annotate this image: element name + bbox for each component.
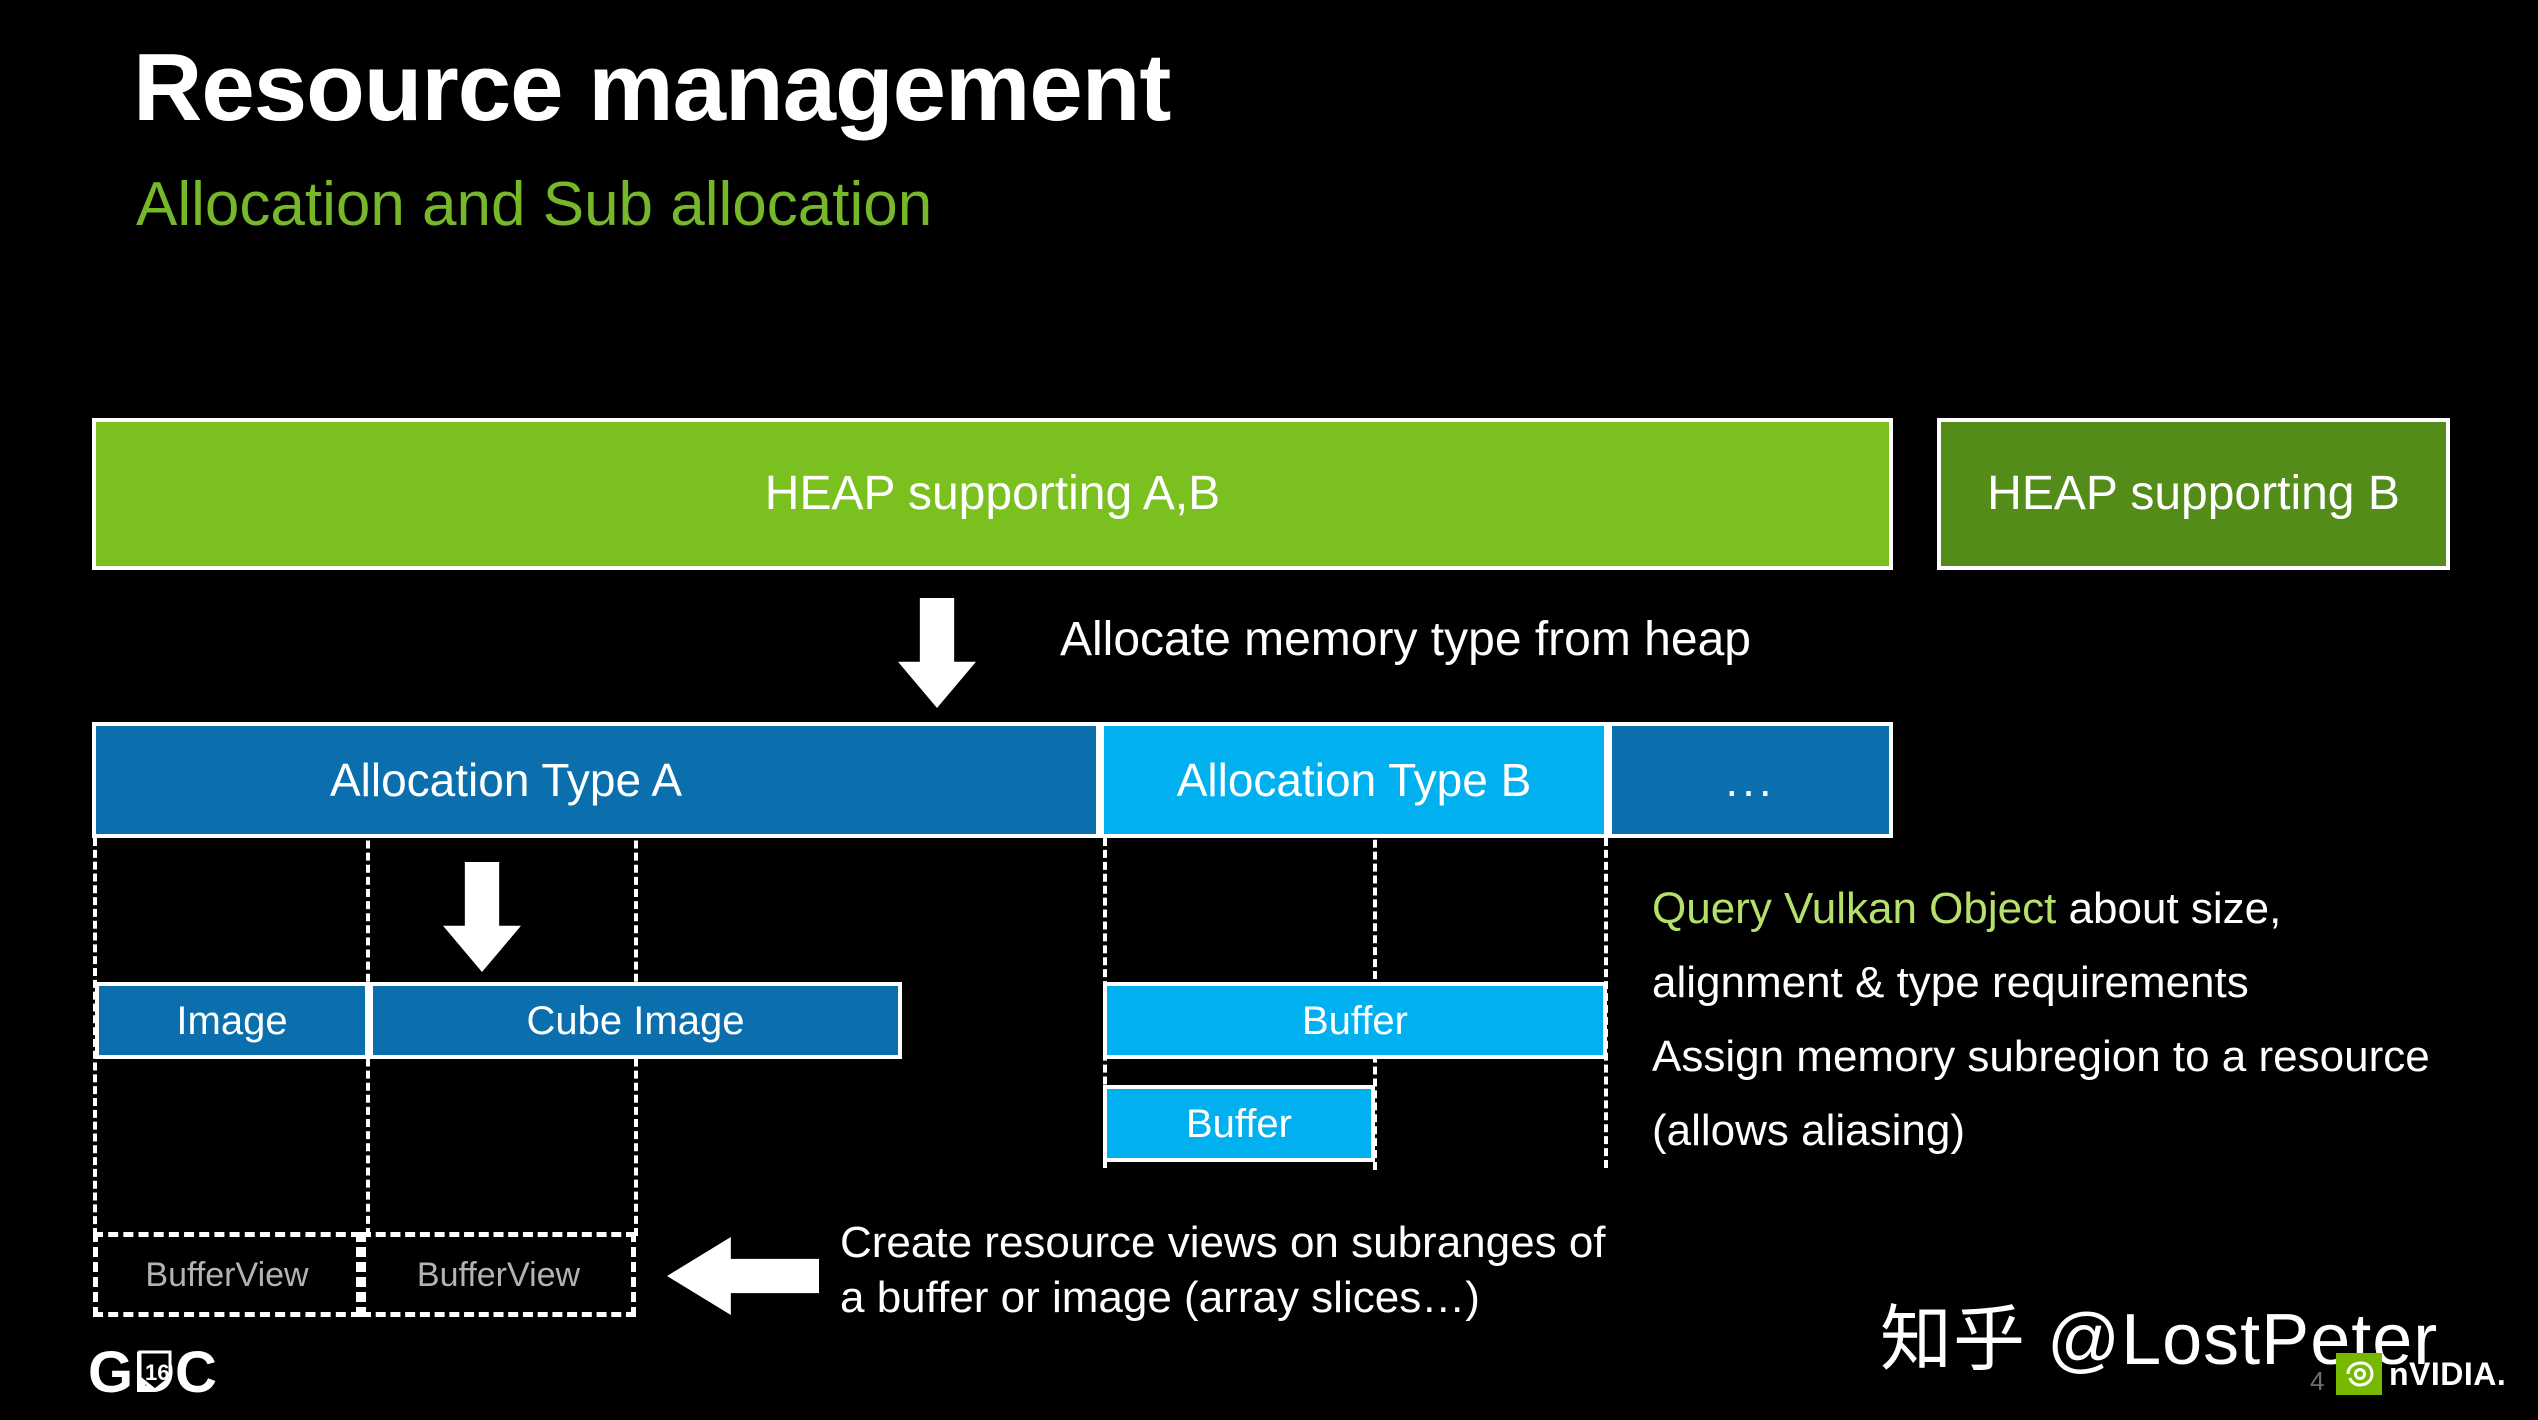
nvidia-eye-icon <box>2336 1353 2382 1395</box>
resource-image-box: Image <box>95 982 369 1059</box>
allocate-from-heap-caption: Allocate memory type from heap <box>1060 613 1751 666</box>
resource-cube-image-box: Cube Image <box>369 982 902 1059</box>
buffer-view-box-1: BufferView <box>93 1232 361 1317</box>
nvidia-logo: nVIDIA. <box>2336 1352 2506 1396</box>
page-subtitle: Allocation and Sub allocation <box>136 170 933 239</box>
arrow-down-icon-2 <box>443 862 521 972</box>
allocation-more-box: ... <box>1608 722 1893 838</box>
page-number: 4 <box>2310 1366 2325 1396</box>
resource-cube-image-label: Cube Image <box>526 998 745 1043</box>
allocation-type-b-label: Allocation Type B <box>1176 754 1532 806</box>
note-accent-text: Query Vulkan Object <box>1652 884 2057 933</box>
allocation-type-b-box: Allocation Type B <box>1100 722 1608 838</box>
gdc-logo: GDC 16 <box>88 1340 217 1402</box>
resource-buffer-box-1: Buffer <box>1103 982 1607 1059</box>
create-views-caption-line1: Create resource views on subranges of <box>840 1218 1606 1267</box>
nvidia-wordmark: nVIDIA. <box>2389 1355 2507 1392</box>
create-views-caption-line2: a buffer or image (array slices…) <box>840 1273 1480 1322</box>
notes-block: Query Vulkan Object about size, alignmen… <box>1652 872 2532 1168</box>
note-line-1: Query Vulkan Object about size, <box>1652 872 2532 946</box>
allocation-more-label: ... <box>1725 754 1776 806</box>
buffer-view-box-2: BufferView <box>361 1232 636 1317</box>
heap-supporting-ab-box: HEAP supporting A,B <box>92 418 1893 570</box>
resource-buffer-label-1: Buffer <box>1302 998 1408 1043</box>
svg-text:16: 16 <box>145 1360 169 1385</box>
heap-supporting-b-label: HEAP supporting B <box>1987 467 2400 520</box>
buffer-view-label-1: BufferView <box>145 1255 309 1294</box>
arrow-down-icon <box>898 598 976 708</box>
heap-supporting-b-box: HEAP supporting B <box>1937 418 2450 570</box>
note-line-2: alignment & type requirements <box>1652 957 2249 1007</box>
page-title: Resource management <box>133 34 1171 141</box>
note-line-1-rest: about size, <box>2056 884 2282 933</box>
resource-image-label: Image <box>176 998 288 1043</box>
buffer-view-label-2: BufferView <box>416 1255 581 1294</box>
resource-buffer-box-2: Buffer <box>1103 1085 1375 1162</box>
create-views-caption: Create resource views on subranges of a … <box>840 1215 1606 1325</box>
arrow-left-icon <box>667 1237 819 1315</box>
note-line-3: Assign memory subregion to a resource <box>1652 1031 2430 1081</box>
heap-supporting-ab-label: HEAP supporting A,B <box>764 467 1221 520</box>
guide-line-5 <box>1373 780 1377 1170</box>
allocation-type-a-label: Allocation Type A <box>329 754 683 806</box>
note-line-4: (allows aliasing) <box>1652 1105 1966 1155</box>
resource-buffer-label-2: Buffer <box>1186 1101 1292 1146</box>
allocation-type-a-box: Allocation Type A <box>92 722 1100 838</box>
